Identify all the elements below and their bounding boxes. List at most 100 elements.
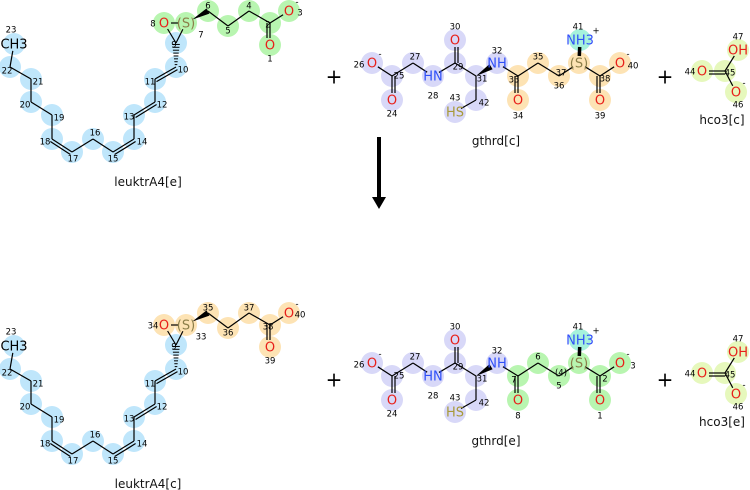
atom-highlight xyxy=(444,329,466,351)
atom-highlight xyxy=(568,52,590,74)
bond xyxy=(537,62,560,77)
atom-number: 7 xyxy=(198,31,203,41)
atom-symbol: NH xyxy=(487,57,507,72)
atom-number: 31 xyxy=(477,75,488,85)
atom-highlight xyxy=(153,314,175,336)
atom-charge: - xyxy=(626,350,629,360)
bond xyxy=(460,399,477,410)
atom-number: 14 xyxy=(137,440,148,450)
bond xyxy=(412,362,428,373)
atom-number: 8 xyxy=(150,20,155,30)
molecule-gthrd-e: O2425O-2627HN2829O3031NH327O865(S)(4)2O1… xyxy=(354,323,636,449)
atom-highlight xyxy=(727,39,749,61)
atom-symbol: O xyxy=(387,94,397,109)
atom-number: 12 xyxy=(157,403,168,413)
atom-charge: - xyxy=(626,50,629,60)
atom-number: 4 xyxy=(246,2,251,12)
atom-number: 46 xyxy=(733,403,744,413)
atom-number: 9 xyxy=(171,41,176,51)
atom-symbol: O xyxy=(595,94,605,109)
atom-charge: - xyxy=(378,350,381,360)
atom-symbol: O xyxy=(450,34,460,49)
atom-number: 9 xyxy=(171,343,176,353)
atom-charge: + xyxy=(592,327,599,337)
bond xyxy=(724,357,735,374)
atom-highlight xyxy=(569,29,591,51)
atom-highlight xyxy=(175,12,197,34)
bond xyxy=(377,66,393,77)
atom-number: 28 xyxy=(428,92,439,102)
bond xyxy=(438,362,456,373)
atom-highlight xyxy=(153,12,175,34)
atom-highlight xyxy=(3,33,25,55)
atom-highlight xyxy=(259,336,281,358)
bond xyxy=(438,62,456,73)
atom-highlight xyxy=(361,52,383,74)
atom-charge: - xyxy=(742,381,745,391)
atom-highlight xyxy=(361,352,383,374)
atom-highlight xyxy=(589,89,611,111)
atom-number: 45 xyxy=(725,371,736,381)
atom-charge: - xyxy=(378,50,381,60)
atom-number: 8 xyxy=(515,412,520,422)
atom-number: 44 xyxy=(685,68,696,78)
atom-number: 7 xyxy=(511,376,516,386)
bond xyxy=(584,366,601,377)
atom-number: 16 xyxy=(90,431,101,441)
bond xyxy=(9,368,32,382)
atom-symbol: HS xyxy=(446,406,464,421)
bond xyxy=(227,312,250,329)
atom-number: 22 xyxy=(2,369,13,379)
atom-symbol: (S) xyxy=(177,319,195,334)
atom-symbol: OH xyxy=(728,44,748,59)
atom-number: 37 xyxy=(556,69,567,79)
atom-symbol: (S) xyxy=(570,357,588,372)
bond xyxy=(391,76,396,93)
atom-symbol: O xyxy=(731,388,741,403)
atom-number: 37 xyxy=(244,304,255,314)
bond xyxy=(460,99,477,110)
atom-highlight xyxy=(691,362,713,384)
bond xyxy=(599,66,615,77)
atom-number: 19 xyxy=(54,114,65,124)
molecule-gthrd-c: O2425O-2627HN2829O3031NH3233O343536(S)37… xyxy=(354,23,639,149)
bond xyxy=(167,330,177,346)
atom-number: 17 xyxy=(68,155,79,165)
atom-number: 47 xyxy=(733,33,744,43)
atom-number: 2 xyxy=(602,375,607,385)
atom-number: 42 xyxy=(479,399,490,409)
bond xyxy=(30,403,53,418)
atom-number: 6 xyxy=(535,353,540,363)
atom-number: 5 xyxy=(556,382,561,392)
bond xyxy=(71,440,94,455)
atom-number: 20 xyxy=(20,403,31,413)
atom-symbol: O xyxy=(367,57,377,72)
plus-sign: + xyxy=(657,65,674,89)
bond xyxy=(514,76,519,93)
molecule-label: gthrd[e] xyxy=(471,434,520,448)
atom-number: 12 xyxy=(157,101,168,111)
bond xyxy=(537,362,560,377)
bond xyxy=(167,28,177,44)
bond xyxy=(30,101,53,116)
bond xyxy=(517,362,539,377)
bond xyxy=(92,440,114,455)
atom-number: 1 xyxy=(267,55,272,65)
atom-highlight xyxy=(278,302,300,324)
plus-sign: + xyxy=(326,368,343,392)
atom-number: 43 xyxy=(450,394,461,404)
bond xyxy=(558,366,574,377)
atom-symbol: HN xyxy=(423,70,443,85)
bond xyxy=(248,10,271,24)
atom-highlight xyxy=(589,389,611,411)
atom-charge: - xyxy=(742,79,745,89)
atom-number: 13 xyxy=(124,113,135,123)
atom-highlight xyxy=(3,335,25,357)
atom-number: 39 xyxy=(265,357,276,367)
atom-number: 29 xyxy=(453,63,464,73)
bond xyxy=(133,101,157,119)
atom-highlight xyxy=(422,365,444,387)
bond xyxy=(192,8,210,20)
bond xyxy=(502,66,519,77)
